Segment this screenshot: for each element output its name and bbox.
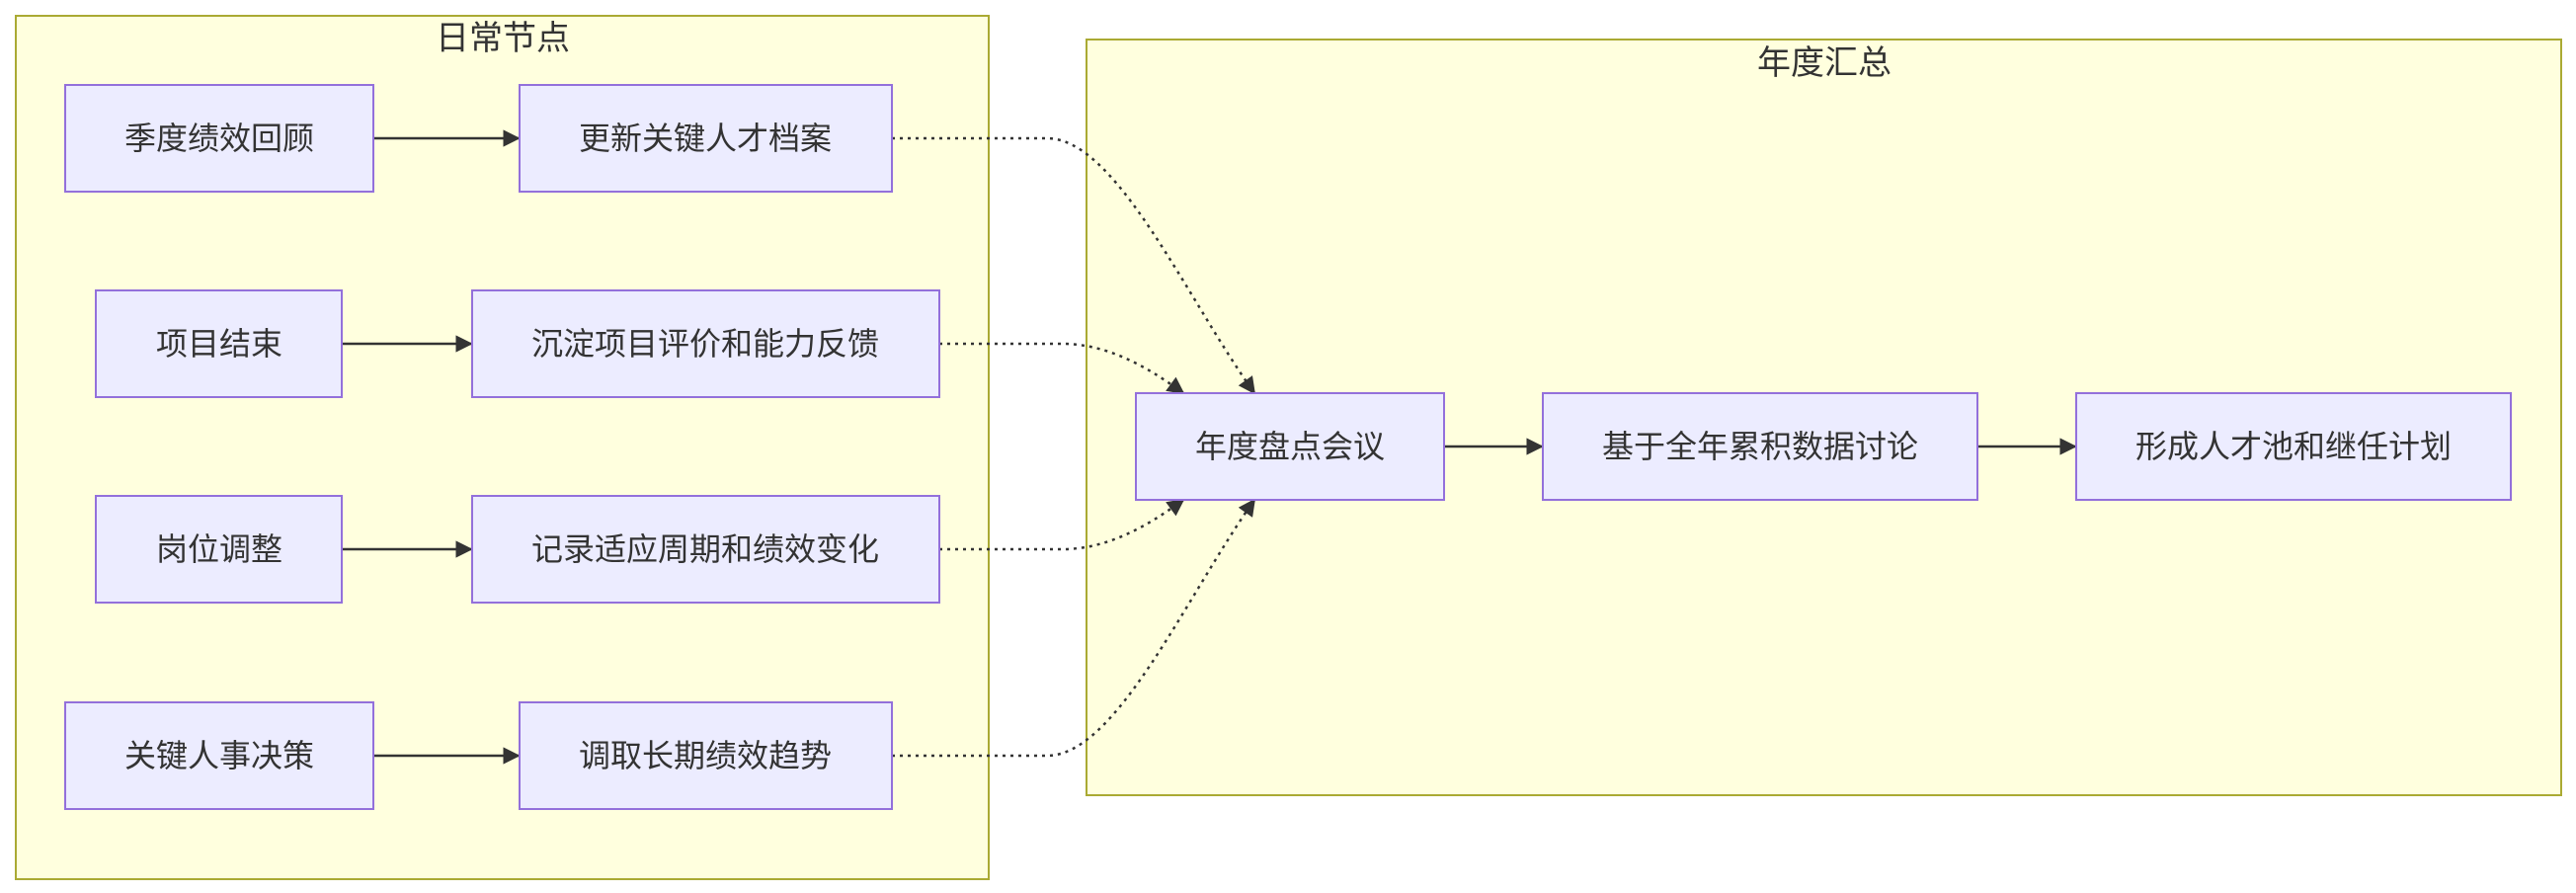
node-quarterly-review[interactable]: 季度绩效回顾 [64,84,374,193]
node-key-decision[interactable]: 关键人事决策 [64,701,374,810]
node-update-profile[interactable]: 更新关键人才档案 [519,84,893,193]
cluster-annual-title: 年度汇总 [1757,43,1892,83]
node-quarterly-review-label: 季度绩效回顾 [124,120,314,157]
node-project-end[interactable]: 项目结束 [95,289,343,398]
edge-record-adaptation-to-annual-meeting [939,498,1185,551]
node-full-year-discussion[interactable]: 基于全年累积数据讨论 [1542,392,1978,501]
node-project-feedback-label: 沉淀项目评价和能力反馈 [531,325,879,363]
edge-update-profile-to-annual-meeting [892,136,1256,395]
node-annual-meeting-label: 年度盘点会议 [1195,428,1385,465]
node-update-profile-label: 更新关键人才档案 [579,120,832,157]
node-project-end-label: 项目结束 [156,325,282,363]
node-retrieve-trend[interactable]: 调取长期绩效趋势 [519,701,893,810]
edge-project-feedback-to-annual-meeting [939,342,1185,395]
node-record-adaptation[interactable]: 记录适应周期和绩效变化 [471,495,940,604]
node-retrieve-trend-label: 调取长期绩效趋势 [579,737,832,774]
edges-solid [342,129,2077,765]
node-key-decision-label: 关键人事决策 [124,737,314,774]
node-full-year-discussion-label: 基于全年累积数据讨论 [1602,428,1918,465]
node-job-change-label: 岗位调整 [156,530,282,568]
edge-retrieve-trend-to-annual-meeting [892,498,1256,758]
node-project-feedback[interactable]: 沉淀项目评价和能力反馈 [471,289,940,398]
node-talent-pool[interactable]: 形成人才池和继任计划 [2075,392,2512,501]
cluster-daily-title: 日常节点 [436,19,570,58]
node-talent-pool-label: 形成人才池和继任计划 [2135,428,2452,465]
edges-dotted [892,136,1256,758]
node-job-change[interactable]: 岗位调整 [95,495,343,604]
node-annual-meeting[interactable]: 年度盘点会议 [1135,392,1445,501]
node-record-adaptation-label: 记录适应周期和绩效变化 [531,530,879,568]
